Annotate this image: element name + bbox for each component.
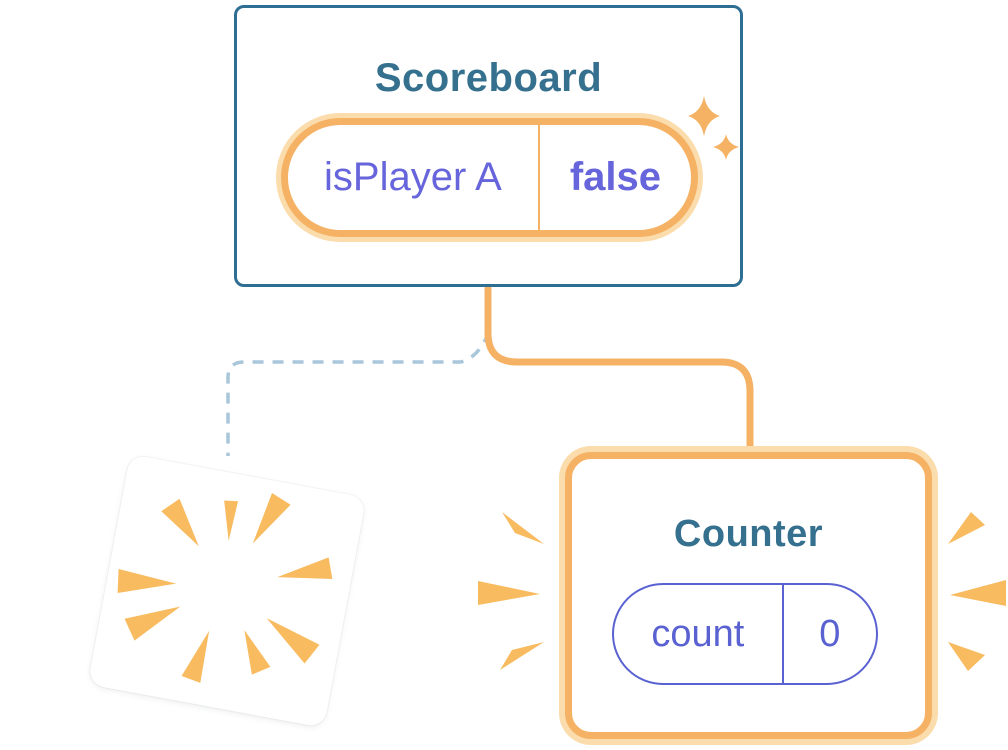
scoreboard-title: Scoreboard bbox=[374, 56, 603, 100]
burst-icon bbox=[117, 492, 333, 683]
active-connector-line bbox=[484, 284, 754, 456]
state-value: 0 bbox=[819, 612, 841, 655]
counter-title: Counter bbox=[673, 513, 824, 555]
emphasis-rays-left-icon bbox=[478, 512, 544, 670]
dashed-connector-line bbox=[226, 331, 491, 456]
state-divider bbox=[537, 125, 540, 230]
state-name: count bbox=[651, 612, 745, 655]
scoreboard-state-pill: isPlayer A false bbox=[281, 118, 698, 237]
scoreboard-card: Scoreboard isPlayer A false bbox=[234, 5, 743, 287]
emphasis-rays-right-icon bbox=[948, 512, 1006, 671]
destroyed-card bbox=[87, 454, 367, 728]
state-name: isPlayer A bbox=[324, 155, 502, 199]
sparkles-icon bbox=[688, 96, 739, 160]
state-divider bbox=[781, 585, 784, 683]
state-value: false bbox=[569, 155, 662, 199]
counter-card: Counter count 0 bbox=[565, 452, 932, 739]
counter-state-pill: count 0 bbox=[612, 583, 878, 685]
